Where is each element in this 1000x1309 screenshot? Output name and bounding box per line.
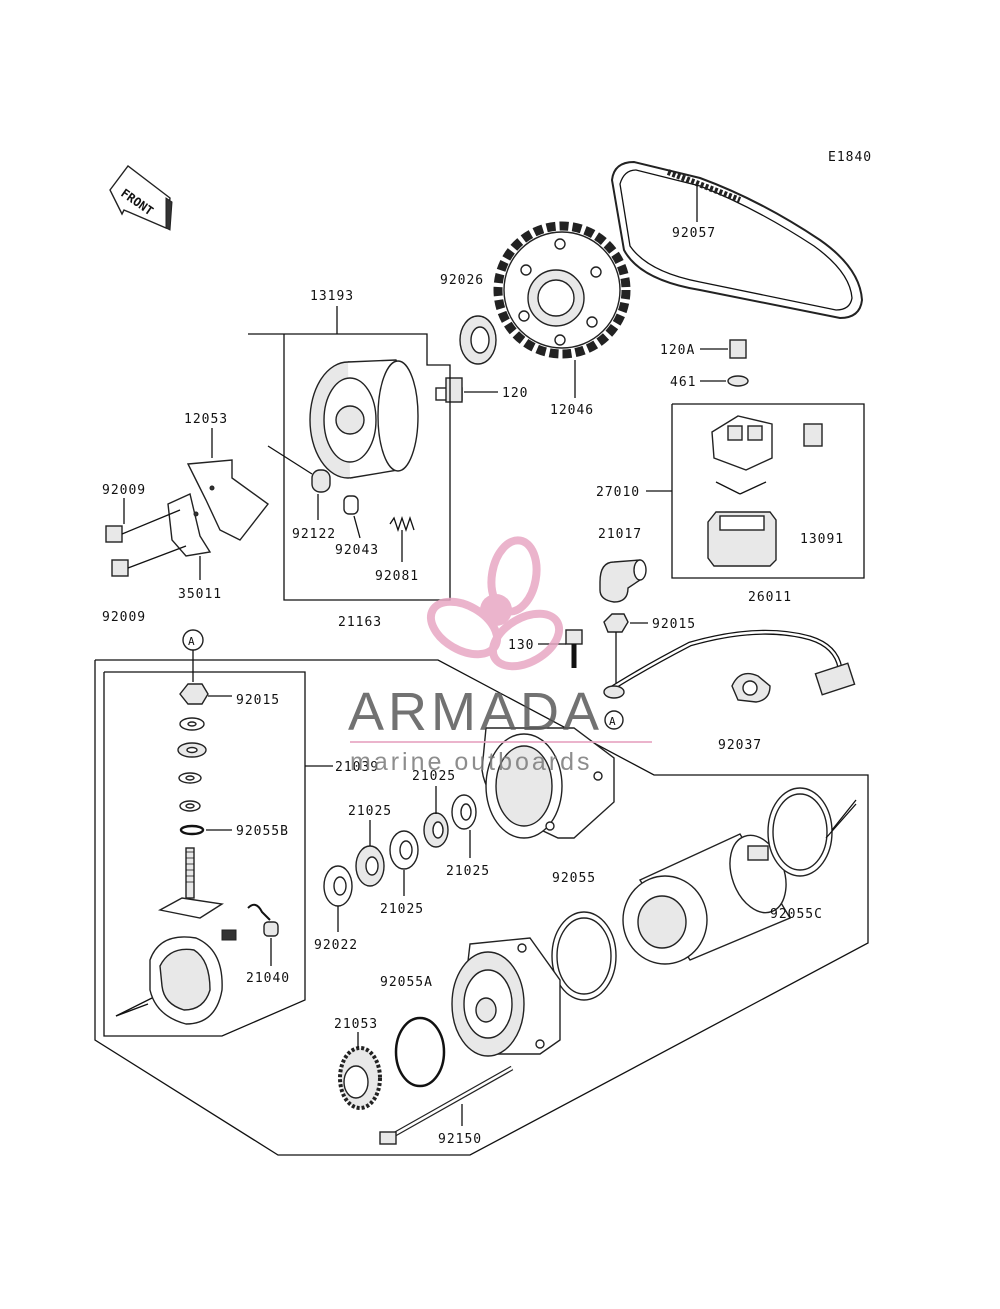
label-92026: 92026: [440, 273, 484, 288]
washer-461: [727, 375, 749, 387]
washer-21025-2: [423, 812, 449, 848]
label-21017: 21017: [598, 527, 642, 542]
front-arrow-icon: FRONT: [109, 165, 173, 231]
nut-92015-right: [603, 613, 629, 633]
label-35011: 35011: [178, 587, 222, 602]
label-21025-top: 21025: [412, 769, 456, 784]
marker-A-right: A: [604, 710, 624, 730]
watermark: ARMADA marine outboards: [348, 536, 652, 776]
washer-92022: [323, 865, 353, 907]
label-26011: 26011: [748, 590, 792, 605]
label-13193: 13193: [310, 289, 354, 304]
spring-92081: [389, 515, 415, 533]
bolt-92009-lower: [111, 545, 187, 577]
terminal-cap-21017: [599, 559, 647, 603]
pinion-gear-21053: [338, 1046, 382, 1110]
clamp-92037: [731, 672, 771, 703]
watermark-brand: ARMADA: [348, 682, 603, 742]
washer-21025-3: [389, 830, 419, 870]
brush-spring-21040: [247, 903, 279, 937]
spring-cap-92043: [343, 495, 359, 515]
o-ring-small: [394, 1016, 446, 1088]
roller-92122: [311, 469, 331, 493]
washer-92026: [459, 315, 497, 365]
label-92037: 92037: [718, 738, 762, 753]
label-21025-left: 21025: [348, 804, 392, 819]
label-120: 120: [502, 386, 528, 401]
label-27010: 27010: [596, 485, 640, 500]
label-92015-left: 92015: [236, 693, 280, 708]
bolt-92009-upper: [105, 509, 181, 543]
washer-21025-1: [451, 794, 477, 830]
label-92122: 92122: [292, 527, 336, 542]
label-21040: 21040: [246, 971, 290, 986]
motor-yoke: [622, 833, 792, 965]
label-92055B: 92055B: [236, 824, 289, 839]
sprocket-gear: [493, 221, 631, 359]
rear-end-cover: [481, 727, 615, 839]
label-12053: 12053: [184, 412, 228, 427]
starter-clutch: [309, 359, 419, 479]
label-92055: 92055: [552, 871, 596, 886]
label-92009-top: 92009: [102, 483, 146, 498]
label-92009-bottom: 92009: [102, 610, 146, 625]
front-end-cover: [451, 937, 561, 1057]
label-92081: 92081: [375, 569, 419, 584]
label-21053: 21053: [334, 1017, 378, 1032]
marker-A-left: A: [182, 629, 204, 651]
brush-plate: [115, 936, 223, 1025]
label-12046: 12046: [550, 403, 594, 418]
bolt-120A: [729, 339, 747, 359]
bracket-12053: [167, 459, 269, 557]
label-92043: 92043: [335, 543, 379, 558]
label-92150: 92150: [438, 1132, 482, 1147]
label-92055A: 92055A: [380, 975, 433, 990]
o-ring-92055B: [179, 824, 205, 836]
svg-text:A: A: [609, 715, 616, 728]
label-92015-right: 92015: [652, 617, 696, 632]
bolt-130: [565, 629, 583, 668]
label-92022: 92022: [314, 938, 358, 953]
terminal-bolt-assembly: [157, 847, 237, 941]
label-130: 130: [508, 638, 534, 653]
nut-92015-left: [179, 683, 209, 705]
label-21039: 21039: [335, 760, 379, 775]
watermark-tagline: marine outboards: [350, 748, 593, 776]
drive-belt: [610, 160, 864, 320]
label-92057: 92057: [672, 226, 716, 241]
label-461: 461: [670, 375, 696, 390]
washer-21025-4: [355, 845, 385, 887]
svg-text:A: A: [188, 635, 195, 648]
label-120A: 120A: [660, 343, 695, 358]
o-ring-92055A: [551, 911, 617, 1001]
label-13091: 13091: [800, 532, 844, 547]
bolt-120: [435, 377, 463, 403]
starter-cable: [603, 629, 856, 699]
propeller-icon: [426, 536, 564, 671]
label-21025-right: 21025: [446, 864, 490, 879]
label-92055C: 92055C: [770, 907, 823, 922]
diagram-code: E1840: [828, 150, 872, 165]
through-bolt-92150: [379, 1065, 514, 1145]
o-ring-92055C: [767, 787, 857, 877]
label-21025-bottom: 21025: [380, 902, 424, 917]
washer-stack: [177, 717, 207, 812]
starter-relay: [707, 415, 823, 567]
label-21163: 21163: [338, 615, 382, 630]
